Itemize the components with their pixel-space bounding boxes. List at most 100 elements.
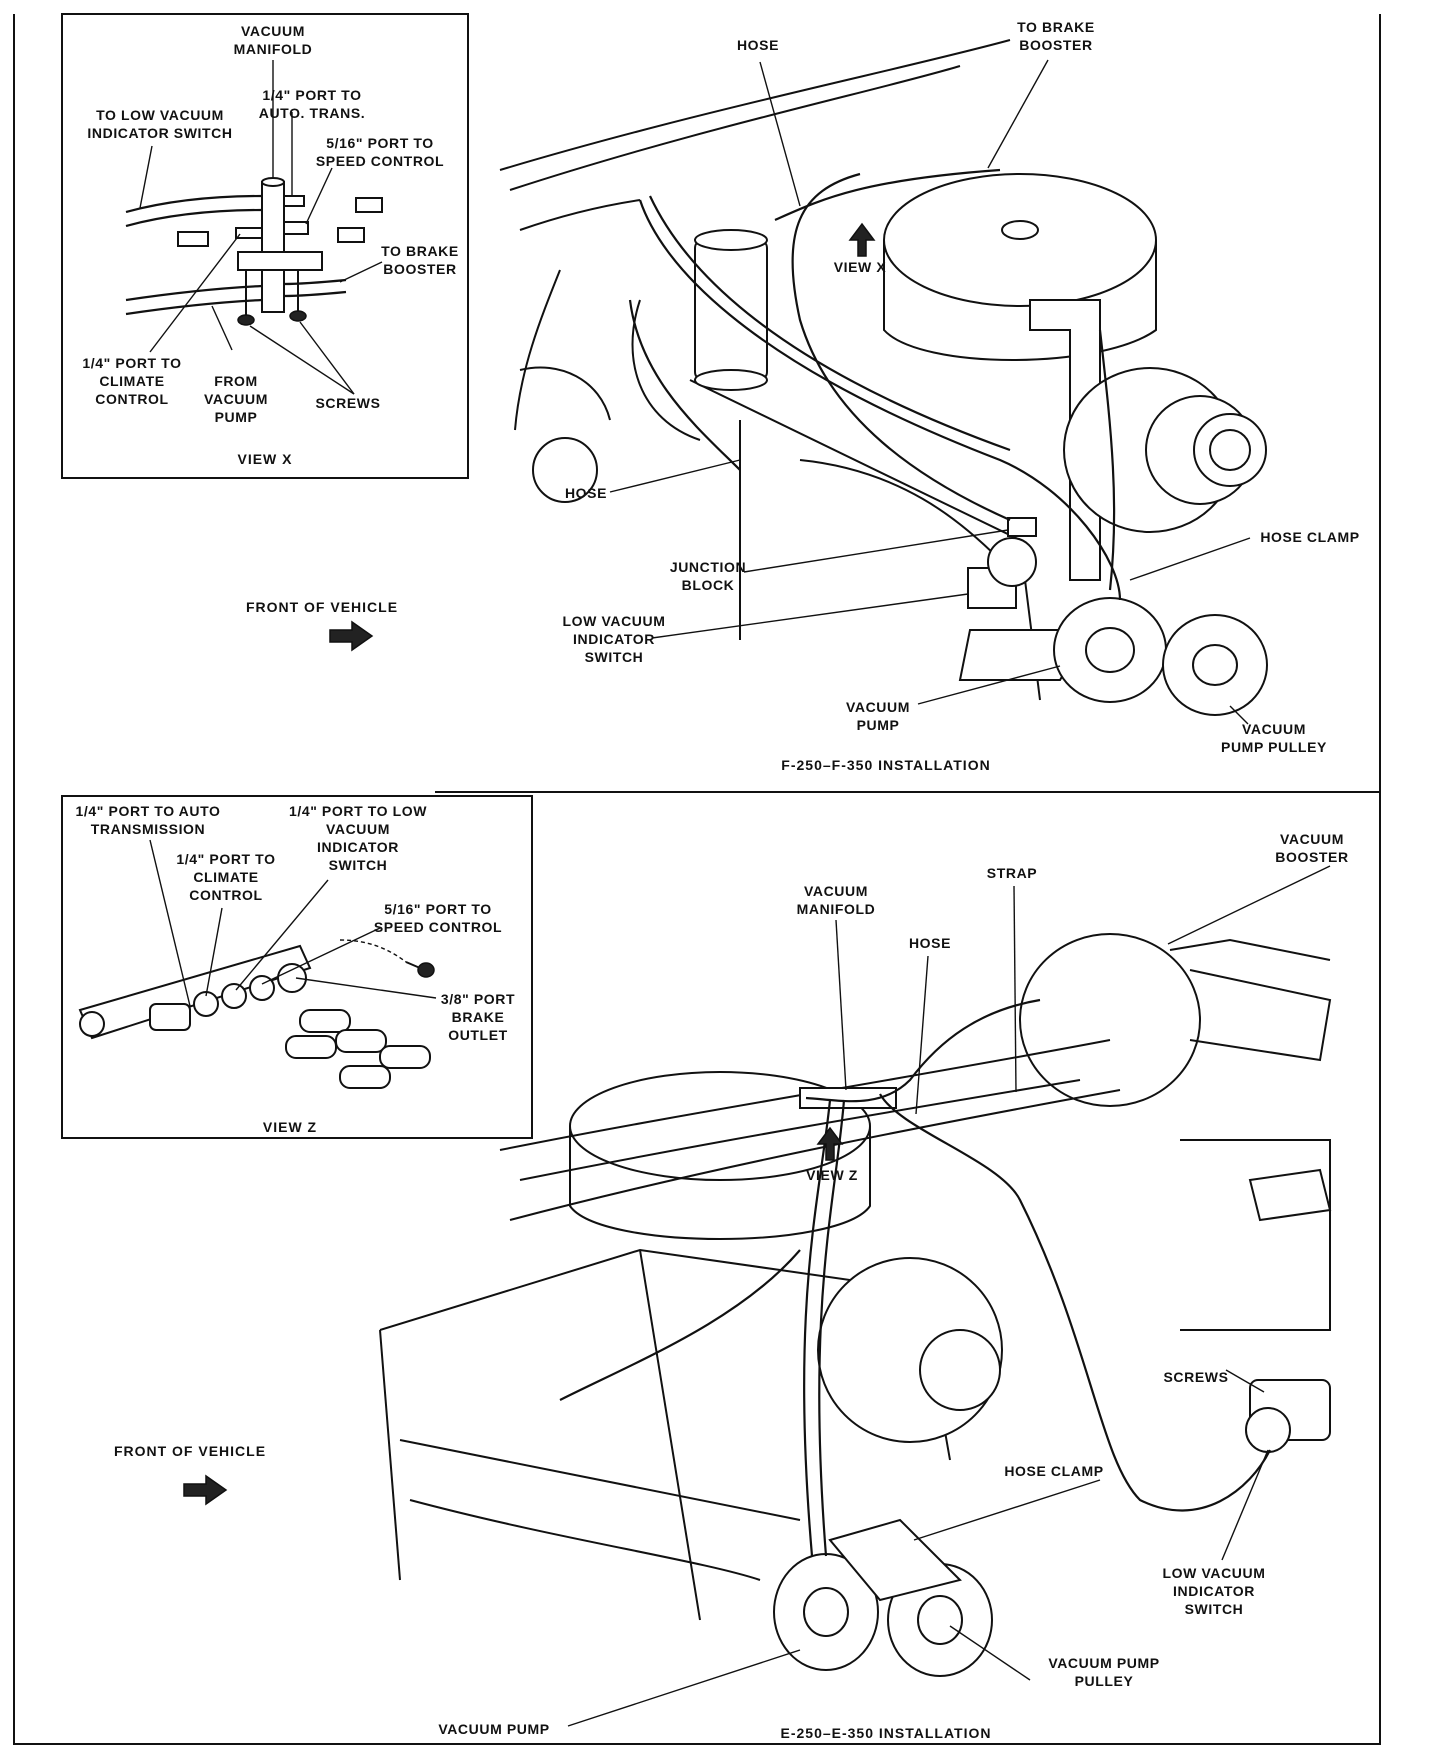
label-line: F-250–F-350 INSTALLATION [781,757,990,773]
manifold-bracket [237,251,323,271]
label-line: TO BRAKE [381,243,459,259]
label-line: HOSE [909,935,951,951]
label-line: VACUUM [804,883,868,899]
manifold-rail [78,944,312,1040]
label-line: STRAP [987,865,1037,881]
vacuum-pump [773,1553,879,1671]
label-caption: F-250–F-350 INSTALLATION [781,757,990,773]
label-line: PUMP [215,409,258,425]
label-line: INDICATOR SWITCH [87,125,232,141]
low-vacuum-indicator-switch [967,537,1037,609]
label-line: TO LOW VACUUM [96,107,224,123]
label-vacuum-booster: VACUUM BOOSTER [1275,831,1348,865]
label-line: VIEW X [237,451,292,467]
view-x-arrow-icon [848,222,876,257]
label-to-brake-booster: TO BRAKE BOOSTER [1017,19,1095,53]
label-line: VACUUM [1280,831,1344,847]
label-line: INDICATOR [573,631,655,647]
label-line: CONTROL [95,391,168,407]
label-line: TO BRAKE [1017,19,1095,35]
label-line: SCREWS [315,395,380,411]
inset-view-x [61,13,469,479]
label-screws: SCREWS [315,395,380,411]
label-line: 3/8" PORT [441,991,515,1007]
hose-to-low-vacuum-switch [125,194,263,214]
hose-top [791,172,1011,522]
label-line: 1/4" PORT TO [262,87,361,103]
label-line: OUTLET [448,1027,508,1043]
label-line: PULLEY [1075,1673,1134,1689]
vacuum-manifold-z [149,963,307,1031]
vacuum-manifold [799,1087,897,1109]
label-line: SWITCH [329,857,388,873]
air-cleaner [883,173,1157,361]
label-line: VACUUM [241,23,305,39]
label-caption: VIEW Z [263,1119,317,1135]
label-line: FRONT OF VEHICLE [114,1443,266,1459]
screw-icon [237,270,255,326]
alternator [1063,367,1267,533]
label-line: JUNCTION [670,559,746,575]
label-vacuum-pump: VACUUM PUMP [438,1721,549,1737]
label-line: CLIMATE [193,869,258,885]
label-strap: STRAP [987,865,1037,881]
label-line: HOSE [565,485,607,501]
screw-icon [405,961,435,978]
label-line: SWITCH [585,649,644,665]
hose-main [638,199,1122,601]
label-line: CLIMATE [99,373,164,389]
label-hose: HOSE [909,935,951,951]
hose-to-low-vacuum-switch [879,1093,1271,1512]
hose-to-booster [805,998,1041,1103]
hose-to-brake-booster [774,168,1001,222]
label-view-z: VIEW Z [806,1167,858,1183]
label-vacuum-pump: VACUUM PUMP [846,699,910,733]
label-port-climate: 1/4" PORT TO CLIMATE CONTROL [82,355,181,407]
vacuum-reservoir [694,229,768,391]
front-of-vehicle-arrow-icon [183,1474,228,1506]
f250-engine-drawing [329,39,1268,725]
vacuum-pump-pulley [1162,614,1268,716]
view-z-arrow-icon [816,1126,844,1161]
label-line: FROM [214,373,258,389]
label-line: SWITCH [1185,1601,1244,1617]
label-line: 1/4" PORT TO [82,355,181,371]
hose-from-vacuum-pump [125,284,263,302]
vacuum-booster [1019,933,1332,1107]
label-caption: VIEW X [237,451,292,467]
low-vacuum-indicator-switch [1245,1379,1331,1453]
label-line: VACUUM PUMP [1048,1655,1159,1671]
label-to-low-vacuum: TO LOW VACUUM INDICATOR SWITCH [87,107,232,141]
label-hose-top: HOSE [737,37,779,53]
label-front-of-vehicle: FRONT OF VEHICLE [246,599,398,615]
label-line: INDICATOR [1173,1583,1255,1599]
label-hose-clamp: HOSE CLAMP [1260,529,1359,545]
label-vacuum-pump-pulley: VACUUM PUMP PULLEY [1048,1655,1159,1689]
screw-icon [289,270,307,322]
label-line: VACUUM [1242,721,1306,737]
label-line: BOOSTER [1019,37,1092,53]
vacuum-manifold-body [261,181,285,313]
label-line: 1/4" PORT TO AUTO [76,803,221,819]
label-line: 1/4" PORT TO LOW [289,803,427,819]
label-line: VACUUM [326,821,390,837]
label-line: PUMP [857,717,900,733]
label-line: BOOSTER [1275,849,1348,865]
page-frame [13,14,1381,1745]
vacuum-pump [958,597,1167,703]
label-line: VACUUM [846,699,910,715]
label-line: VIEW Z [806,1167,858,1183]
label-hose-clamp: HOSE CLAMP [1004,1463,1103,1479]
